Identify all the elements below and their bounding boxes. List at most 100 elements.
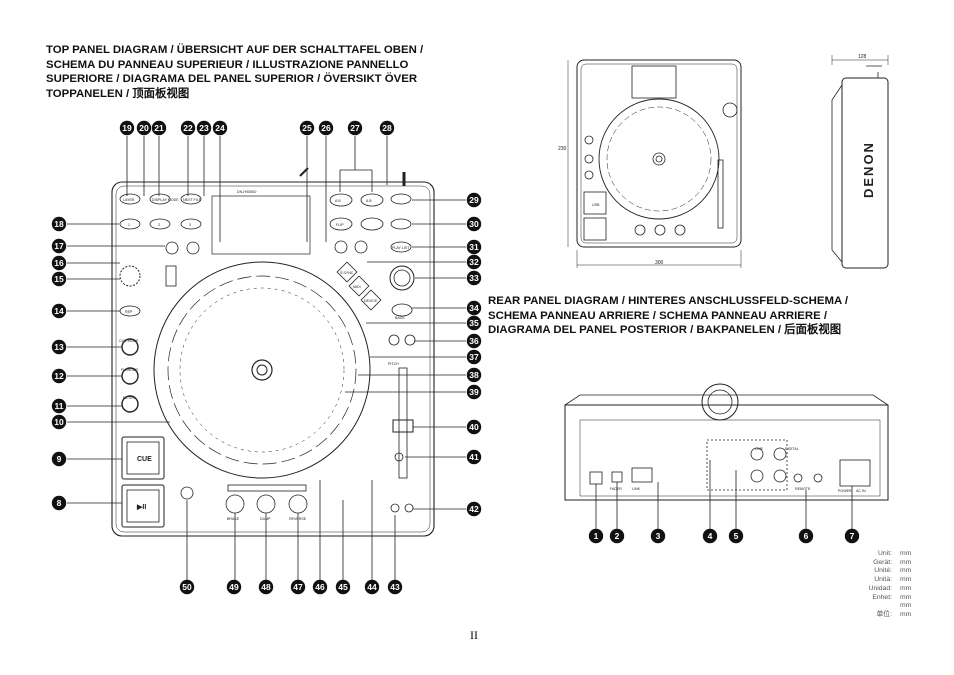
unit-value: mm: [900, 550, 912, 557]
callout-34-marker: [466, 300, 482, 316]
a-b-label: A B: [335, 199, 341, 203]
unit-value: mm: [900, 576, 912, 584]
callout-1-number: 1: [594, 531, 599, 541]
callout-35-marker: [466, 315, 482, 331]
callout-8-marker: [51, 495, 67, 511]
callout-28-number: 28: [382, 123, 392, 133]
callout-31-number: 31: [469, 242, 479, 252]
callout-36-marker: [466, 333, 482, 349]
callout-23-marker: [196, 120, 212, 136]
callout-16-marker: [51, 255, 67, 271]
callout-10-marker: [51, 414, 67, 430]
callout-7-number: 7: [850, 531, 855, 541]
callout-6-number: 6: [804, 531, 809, 541]
callout-37-number: 37: [469, 352, 479, 362]
flanger-label: FLANGER: [121, 368, 138, 372]
callout-49-number: 49: [229, 582, 239, 592]
front-view-device: [567, 59, 742, 268]
callout-28-marker: [379, 120, 395, 136]
callout-18-marker: [51, 216, 67, 232]
callout-17-marker: [51, 238, 67, 254]
callout-24-marker: [212, 120, 228, 136]
callout-6-marker: [798, 528, 814, 544]
unit-row: Enhet:mm: [846, 594, 911, 603]
rear-fader-label: FADER: [610, 487, 622, 491]
unit-value: mm: [900, 558, 912, 566]
callout-45-number: 45: [338, 582, 348, 592]
callout-9-number: 9: [57, 454, 62, 464]
side-depth-label: 128: [858, 54, 867, 60]
callout-48-number: 48: [261, 582, 271, 592]
callout-7-marker: [844, 528, 860, 544]
unit-value: mm: [900, 567, 912, 575]
callout-25-number: 25: [302, 123, 312, 133]
top-panel-heading: TOP PANEL DIAGRAM / ÜBERSICHT AUF DER SC…: [46, 44, 424, 100]
unit-row: Unidad:mm: [846, 584, 912, 594]
button-2-label: 2: [158, 223, 160, 227]
callout-49-marker: [226, 579, 242, 595]
rear-ac-in-label: AC IN: [856, 489, 866, 493]
unit-row: 单位: mm: [846, 610, 912, 620]
unit-language: 单位:: [876, 610, 892, 618]
callout-43-number: 43: [390, 582, 400, 592]
callout-43-marker: [387, 579, 403, 595]
unit-language: Unité:: [874, 567, 892, 575]
callout-39-number: 39: [469, 387, 479, 397]
callout-26-marker: [318, 120, 334, 136]
callout-41-marker: [466, 449, 482, 465]
callout-27-marker: [347, 120, 363, 136]
callout-16-number: 16: [54, 258, 64, 268]
filter-label: FILTER: [123, 396, 136, 400]
brake-label: BRAKE: [227, 517, 240, 521]
callout-34-number: 34: [469, 303, 479, 313]
callout-21-number: 21: [154, 123, 164, 133]
back-label: BACK: [395, 316, 405, 320]
front-usb-label: USB: [592, 203, 600, 207]
callout-5-marker: [728, 528, 744, 544]
callout-23-number: 23: [199, 123, 209, 133]
callout-19-marker: [119, 120, 135, 136]
callout-33-marker: [466, 270, 482, 286]
unit-language: [846, 602, 900, 611]
dump-label: DUMP: [260, 517, 271, 521]
callout-39-marker: [466, 384, 482, 400]
callout-46-marker: [312, 579, 328, 595]
brand-label: DENON: [861, 141, 876, 198]
callout-19-number: 19: [122, 123, 132, 133]
callout-21-marker: [151, 120, 167, 136]
rear-panel-heading: REAR PANEL DIAGRAM / HINTERES ANSCHLUSSF…: [488, 295, 849, 336]
play-pause-label: ▶II: [136, 504, 146, 511]
device-label: DEVICE: [364, 299, 378, 303]
callout-11-number: 11: [55, 401, 64, 411]
cue-label: CUE: [137, 456, 152, 463]
callout-22-number: 22: [183, 123, 193, 133]
rear-link-label: LINK: [632, 487, 641, 491]
callout-2-marker: [609, 528, 625, 544]
callout-45-marker: [335, 579, 351, 595]
unit-value: mm: [900, 610, 912, 618]
layer-label: LAYER: [123, 198, 135, 202]
callout-32-marker: [466, 254, 482, 270]
callout-50-number: 50: [182, 582, 192, 592]
callout-29-number: 29: [469, 195, 479, 205]
button-1-label: 1: [128, 223, 130, 227]
callout-44-marker: [364, 579, 380, 595]
callout-40-marker: [466, 419, 482, 435]
callout-14-number: 14: [54, 306, 64, 316]
reverse-label: REVERSE: [289, 517, 307, 521]
rear-remote-label: REMOTE: [795, 487, 811, 491]
next-file-label: NEXT FILE: [183, 198, 202, 202]
callout-25-marker: [299, 120, 315, 136]
callout-2-number: 2: [615, 531, 620, 541]
rep-label: REP: [125, 310, 133, 314]
unit-row: Unit:mm: [846, 550, 911, 559]
unit-value: mm: [900, 584, 912, 592]
callout-4-number: 4: [708, 531, 713, 541]
callout-42-number: 42: [469, 504, 479, 514]
callout-13-marker: [51, 339, 67, 355]
callout-47-marker: [290, 579, 306, 595]
callout-4-marker: [702, 528, 718, 544]
